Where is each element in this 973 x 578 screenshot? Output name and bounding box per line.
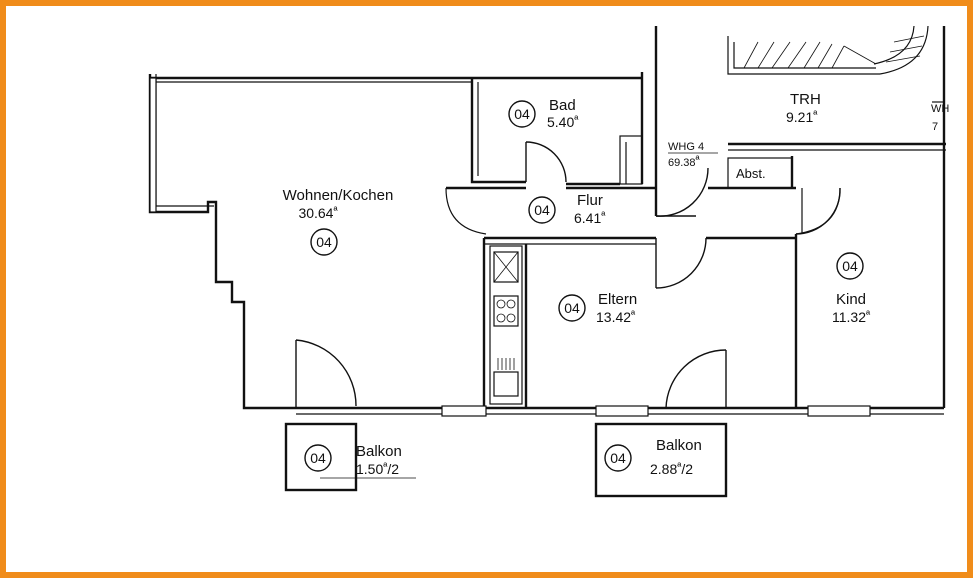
balcony-2-outline <box>594 422 728 498</box>
room-area-balkon-1: 1.50ª/2 <box>356 461 399 477</box>
svg-text:04: 04 <box>534 202 550 218</box>
unit-badge-balkon-2: 04 <box>604 444 632 472</box>
svg-text:04: 04 <box>842 258 858 274</box>
floor-plan-drawing: 04 04 04 04 04 04 04 Wohnen/Kochen 30.64… <box>148 25 949 498</box>
svg-text:04: 04 <box>316 234 332 250</box>
stair-icon <box>727 25 929 75</box>
window-west <box>149 77 157 213</box>
whg-area: 69.38ª <box>668 154 701 169</box>
abst-label: Abst. <box>736 166 766 181</box>
room-name-flur: Flur <box>577 192 603 209</box>
door-living-balcony <box>295 339 357 408</box>
room-name-trh: TRH <box>790 91 821 108</box>
cut-label-area: 7 <box>932 121 938 133</box>
unit-badge-balkon-1: 04 <box>304 444 332 472</box>
room-name-balkon-1: Balkon <box>356 443 402 460</box>
room-area-bad: 5.40ª <box>547 114 579 130</box>
room-area-flur: 6.41ª <box>574 210 606 226</box>
room-area-kind: 11.32ª <box>832 309 871 325</box>
cut-label-whg: WH <box>931 103 949 115</box>
door-eltern-balcony <box>665 349 727 409</box>
door-kind <box>795 187 841 235</box>
window-south-2 <box>595 405 649 417</box>
room-name-wohnen: Wohnen/Kochen <box>283 187 394 204</box>
stove-icon <box>493 295 519 327</box>
kitchen-counter <box>489 245 523 405</box>
door-bath <box>525 141 567 183</box>
unit-badge-wohnen: 04 <box>310 228 338 256</box>
room-name-kind: Kind <box>836 291 866 308</box>
room-area-balkon-2: 2.88ª/2 <box>650 461 693 477</box>
svg-text:04: 04 <box>610 450 626 466</box>
sink-cross-2 <box>493 251 519 283</box>
room-area-trh: 9.21ª <box>786 109 818 125</box>
wall-living-bath <box>470 78 526 184</box>
dishwasher-icon <box>493 358 519 397</box>
window-south-3 <box>807 405 871 417</box>
unit-badge-flur: 04 <box>528 196 556 224</box>
shaft <box>619 135 643 185</box>
window-south-1 <box>441 405 487 417</box>
door-eltern <box>655 237 707 289</box>
room-name-bad: Bad <box>549 97 576 114</box>
unit-badge-kind: 04 <box>836 252 864 280</box>
flur-arc-west <box>445 187 487 235</box>
unit-badge-eltern: 04 <box>558 294 586 322</box>
whg-label: WHG 4 <box>668 141 704 153</box>
door-apartment <box>655 167 709 217</box>
wall-west-inner <box>155 74 214 207</box>
room-area-wohnen: 30.64ª <box>298 205 338 221</box>
unit-badge-bad: 04 <box>508 100 536 128</box>
room-name-balkon-2: Balkon <box>656 437 702 454</box>
wall-west <box>148 74 296 410</box>
svg-text:04: 04 <box>514 106 530 122</box>
sink-icon <box>493 251 519 283</box>
room-name-eltern: Eltern <box>598 291 637 308</box>
balcony-1-outline <box>284 422 358 492</box>
svg-text:04: 04 <box>564 300 580 316</box>
room-area-eltern: 13.42ª <box>596 309 636 325</box>
svg-text:04: 04 <box>310 450 326 466</box>
